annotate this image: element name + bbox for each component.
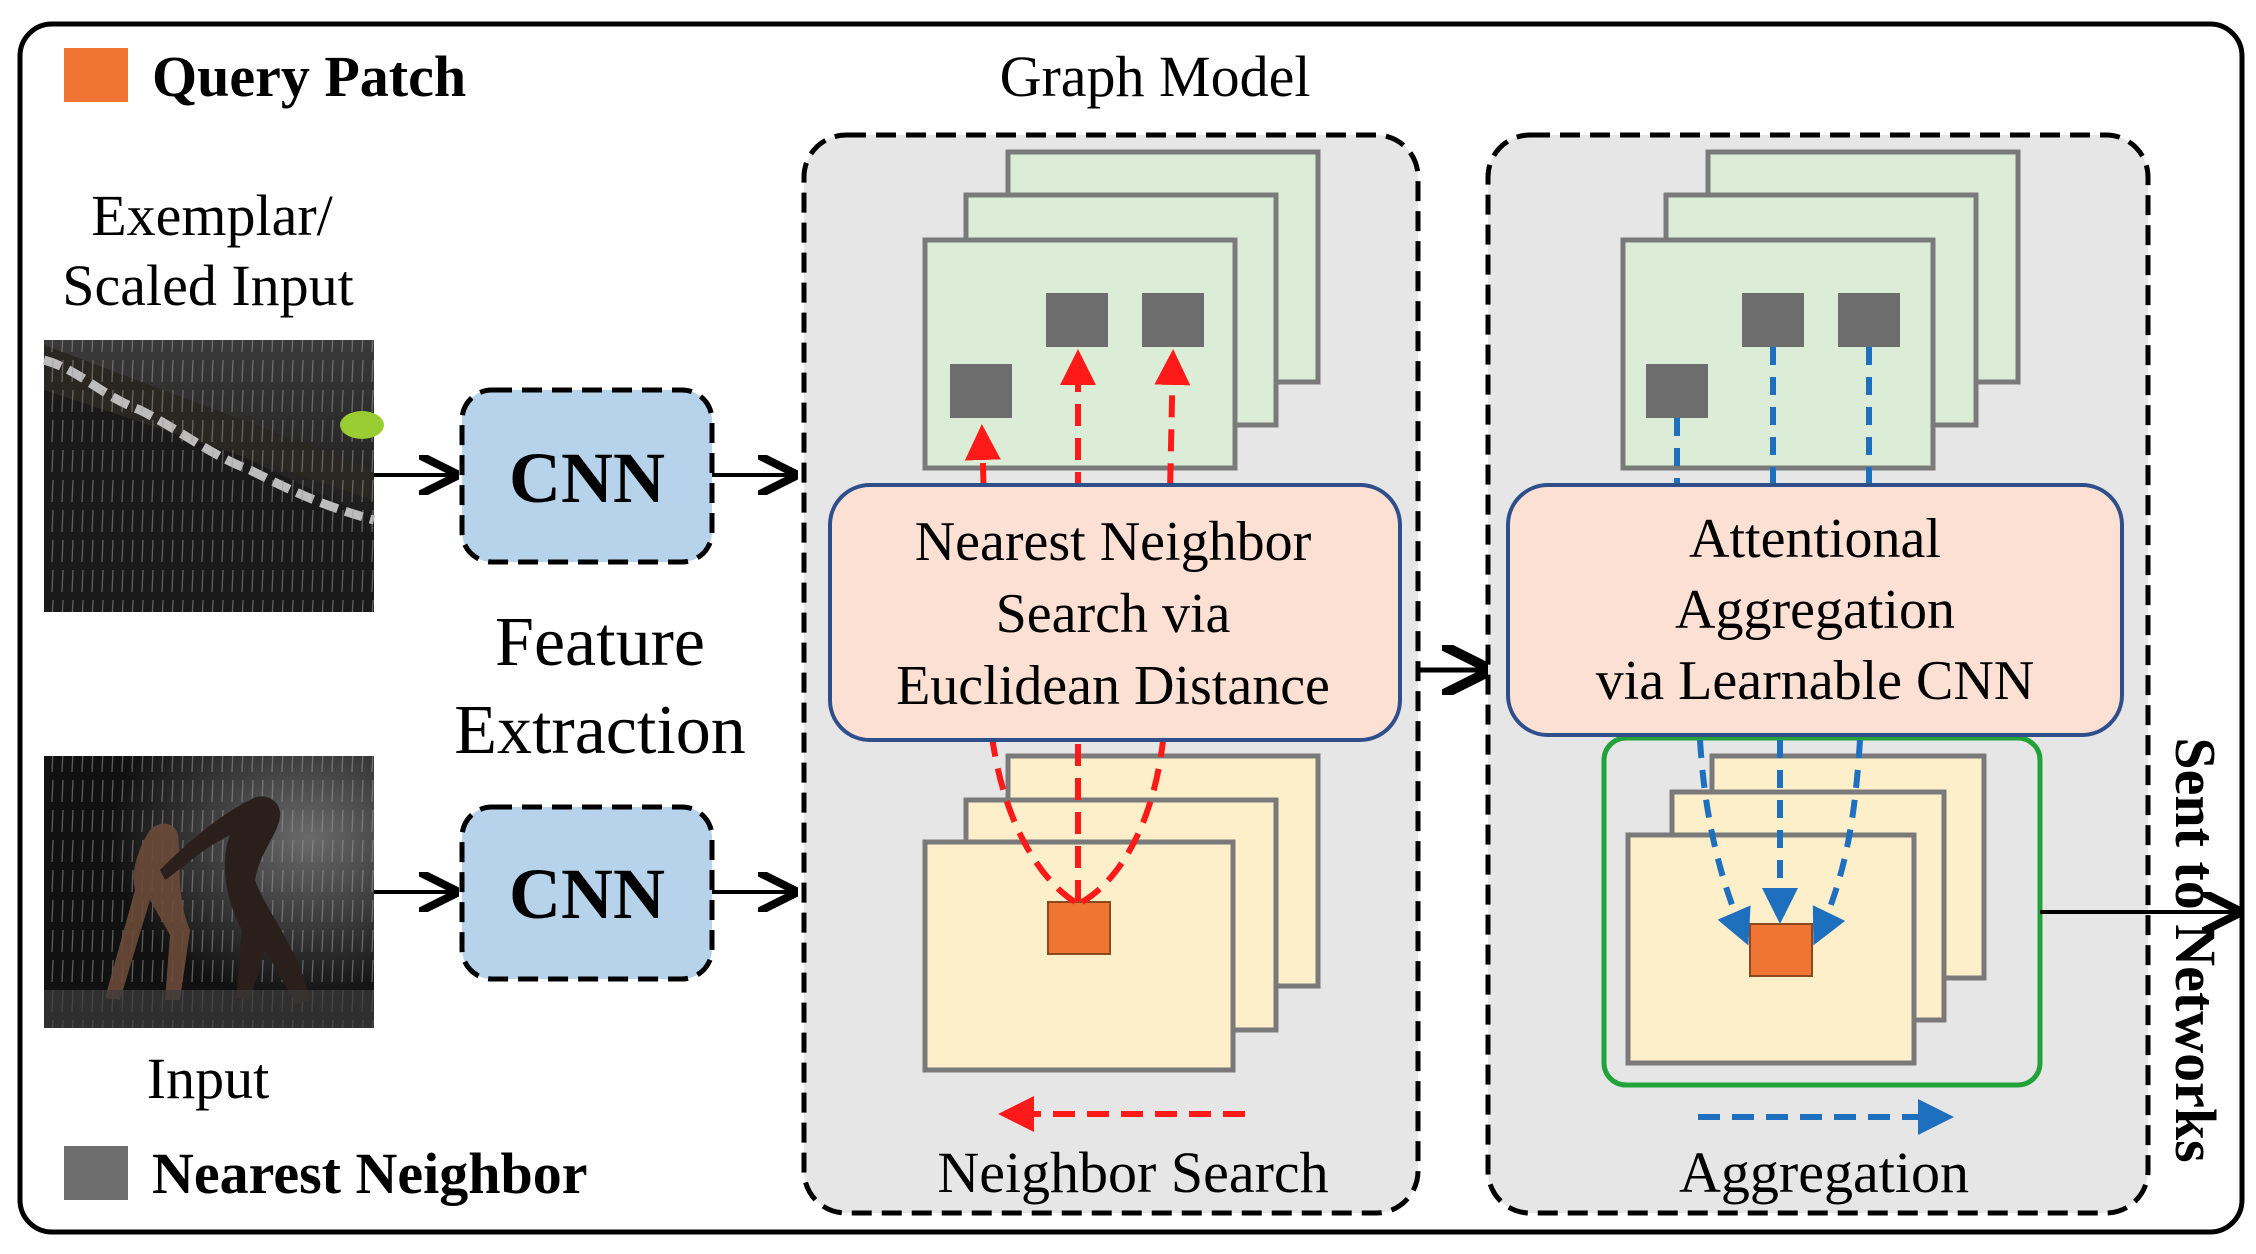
- feature-label-line2: Extraction: [454, 692, 746, 769]
- nearest-neighbor-swatch: [64, 1146, 128, 1200]
- input-image: [44, 756, 374, 1028]
- aggregation-caption: Aggregation: [1679, 1140, 1969, 1205]
- query-patch-swatch: [64, 48, 128, 102]
- exemplar-image: [42, 340, 384, 612]
- input-label: Input: [147, 1046, 269, 1111]
- search-green-feature-maps: [922, 149, 1321, 471]
- exemplar-label-line1: Exemplar/: [91, 183, 333, 248]
- agg-neighbor-patch-2: [1742, 293, 1804, 347]
- query-patch-aggregation: [1749, 923, 1813, 977]
- search-method-line1: Nearest Neighbor: [915, 511, 1312, 573]
- graph-model-title: Graph Model: [1000, 44, 1311, 109]
- aggregation-method-line2: Aggregation: [1675, 579, 1955, 641]
- aggregation-method-box: [1506, 483, 2124, 737]
- aggregation-method-line1: Attentional: [1689, 508, 1941, 570]
- aggregation-yellow-feature-maps: [1625, 753, 1987, 1066]
- cnn-bottom-box: [459, 804, 715, 982]
- neighbor-patch-2: [1046, 293, 1108, 347]
- nearest-neighbor-legend-label: Nearest Neighbor: [152, 1141, 587, 1206]
- feature-label-line1: Feature: [495, 604, 705, 681]
- exemplar-label-line2: Scaled Input: [62, 253, 354, 318]
- aggregation-method-line3: via Learnable CNN: [1596, 650, 2034, 712]
- neighbor-patch-3: [1142, 293, 1204, 347]
- aggregation-blue-lines-top: [1674, 347, 1872, 485]
- search-method-line3: Euclidean Distance: [896, 655, 1330, 717]
- search-method-line2: Search via: [996, 583, 1231, 645]
- query-patch-legend-label: Query Patch: [152, 44, 466, 109]
- cnn-bottom-label: CNN: [509, 854, 665, 934]
- neighbor-search-caption: Neighbor Search: [937, 1140, 1328, 1205]
- query-patch-search: [1047, 901, 1111, 955]
- search-yellow-feature-maps: [922, 753, 1321, 1073]
- neighbor-patch-1: [950, 364, 1012, 418]
- cnn-top-label: CNN: [509, 438, 665, 518]
- outer-frame: [17, 21, 2245, 1235]
- aggregation-green-feature-maps: [1620, 149, 2021, 471]
- search-method-box: [828, 483, 1402, 742]
- cnn-top-box: [459, 387, 715, 565]
- agg-neighbor-patch-3: [1838, 293, 1900, 347]
- agg-neighbor-patch-1: [1646, 364, 1708, 418]
- aggregation-blue-arrows: [1697, 739, 1863, 946]
- sent-to-networks-label: Sent to Networks: [2163, 737, 2228, 1162]
